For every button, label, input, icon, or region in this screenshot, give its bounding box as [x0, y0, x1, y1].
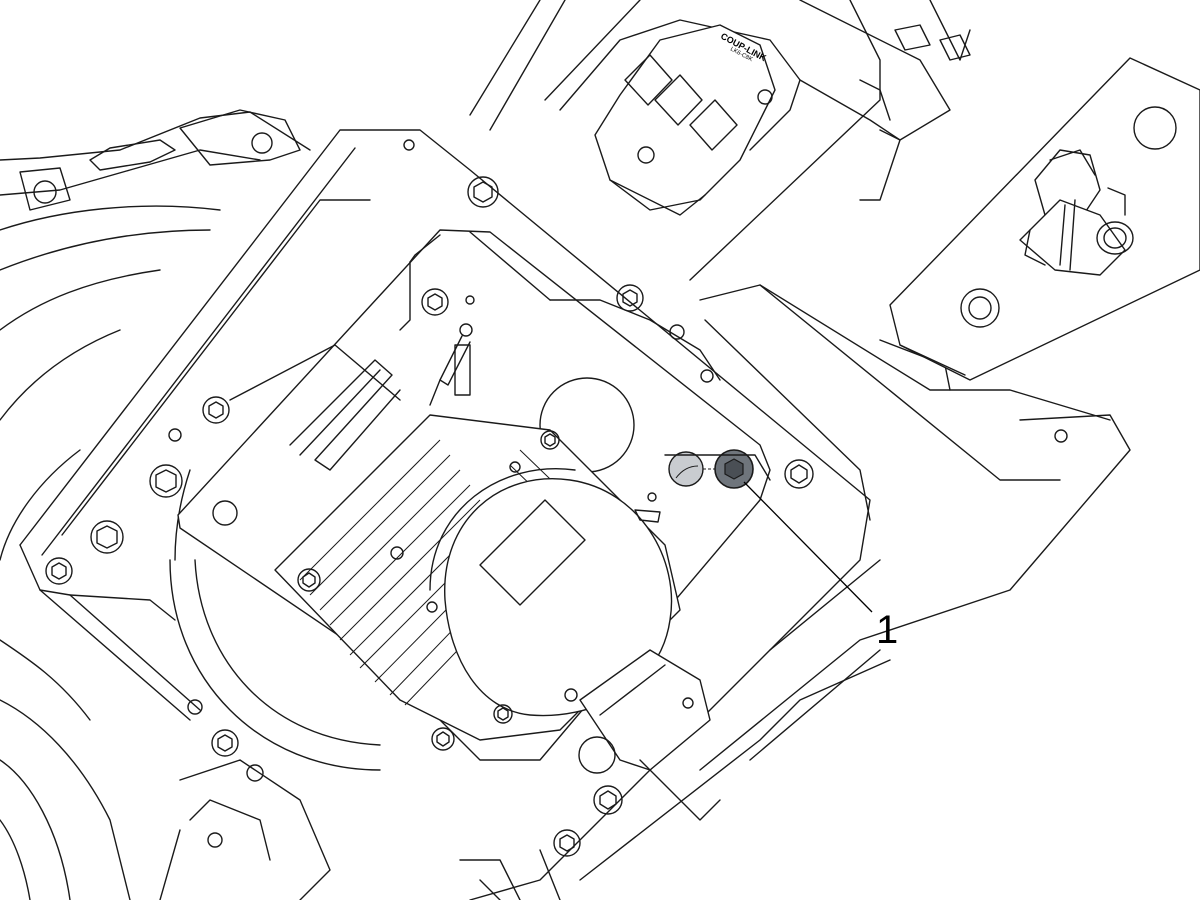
- plate-hole: [390, 546, 404, 560]
- hex-bolt: [540, 430, 560, 450]
- hex-bolt: [211, 729, 239, 757]
- hex-bolt: [202, 396, 230, 424]
- jaw-coupling: COUP-LINK LK6-C8K: [594, 24, 776, 216]
- hex-bolt: [616, 284, 644, 312]
- motor-housing-left: [0, 109, 381, 900]
- plate-hole: [426, 601, 438, 613]
- plate-hole: [1054, 429, 1068, 443]
- hex-bolt: [784, 459, 814, 489]
- support-beam: [699, 284, 1111, 651]
- plate-hole: [1133, 106, 1177, 150]
- hex-bolt: [431, 727, 455, 751]
- main-mounting-plate: [19, 129, 871, 900]
- plate-hole: [168, 428, 182, 442]
- callout-label: 1: [876, 608, 898, 652]
- hex-bolt: [593, 785, 623, 815]
- callout-1: 1: [743, 481, 898, 652]
- leader-line: [743, 481, 873, 613]
- plate-hole: [700, 369, 714, 383]
- hex-bolt: [45, 557, 73, 585]
- coupling-housing: COUP-LINK LK6-C8K: [469, 0, 971, 391]
- housing-hole: [207, 832, 223, 848]
- hex-bolt: [149, 464, 183, 498]
- motor-connector: [578, 649, 721, 821]
- hex-bolt: [467, 176, 499, 208]
- plate-hole: [187, 699, 203, 715]
- plug-and-screw: [664, 449, 771, 489]
- plate-hole: [403, 139, 415, 151]
- hex-bolt: [553, 829, 581, 857]
- carry-handle: [229, 344, 401, 471]
- plate-hole: [212, 500, 238, 526]
- plate-hole: [509, 461, 521, 473]
- housing-hole: [251, 132, 273, 154]
- pneumatic-fitting: [1019, 149, 1134, 276]
- hex-bolt: [297, 568, 321, 592]
- motor-label: [479, 499, 586, 606]
- sensor-mount-plate: [889, 57, 1200, 381]
- hex-bolt: [493, 704, 513, 724]
- plate-hole: [669, 324, 685, 340]
- lever-pin: [429, 323, 473, 406]
- plate-hole: [960, 288, 1000, 328]
- housing-hole: [33, 180, 57, 204]
- hex-bolt: [90, 520, 124, 554]
- plate-hole: [564, 688, 578, 702]
- servo-motor: [274, 414, 681, 751]
- plate-hole: [465, 295, 475, 305]
- housing-hole: [246, 764, 264, 782]
- hex-bolt: [421, 288, 449, 316]
- set-screw-hex-socket: [724, 458, 744, 480]
- plate-hole: [968, 296, 992, 320]
